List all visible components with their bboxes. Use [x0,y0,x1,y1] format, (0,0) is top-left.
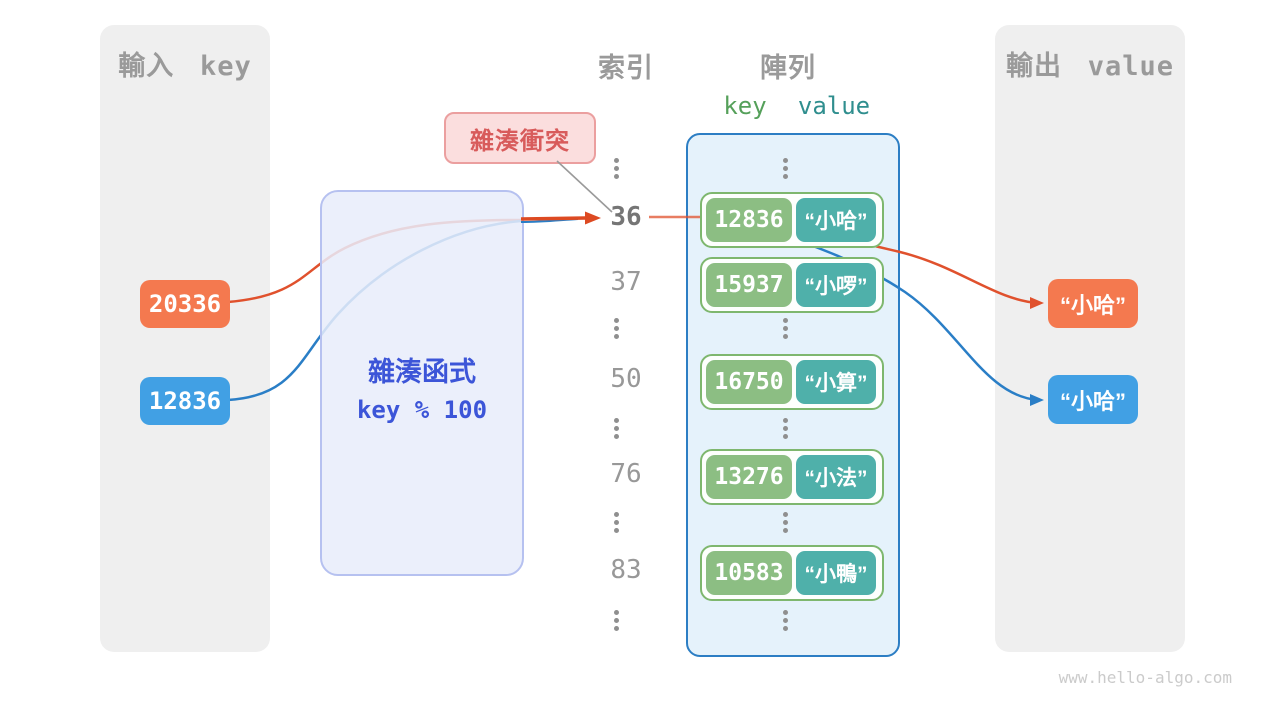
hash-function-formula: key % 100 [356,396,488,424]
index-36: 36 [610,202,642,232]
input-key-12836: 12836 [140,377,230,425]
array-column-header: 陣列 [760,53,816,83]
bucket-row-36: 12836 “小哈” [700,192,884,248]
ellipsis-icon [614,418,619,439]
hash-to-index-arrowhead-icon [585,211,601,225]
bucket-row-37: 15937 “小啰” [700,257,884,313]
orange-output-arrowhead-icon [1030,297,1044,309]
key-header: key [723,92,767,120]
hash-function-title: 雜湊函式 [368,357,476,387]
ellipsis-icon [783,158,788,179]
watermark: www.hello-algo.com [1058,668,1232,687]
input-key-20336: 20336 [140,280,230,328]
bucket-key: 15937 [706,263,792,307]
output-panel [995,25,1185,652]
index-50: 50 [610,364,642,394]
bucket-row-83: 10583 “小鴨” [700,545,884,601]
output-value-orange: “小哈” [1048,279,1138,328]
hash-function-box: 雜湊函式 key % 100 [320,190,524,576]
bucket-value: “小鴨” [796,551,876,595]
ellipsis-icon [614,512,619,533]
ellipsis-icon [614,318,619,339]
badge-pointer-line [556,160,613,213]
index-76: 76 [610,459,642,489]
index-37: 37 [610,267,642,297]
bucket-value: “小法” [796,455,876,499]
input-panel-title-cjk: 輸入 [118,51,175,81]
bucket-key: 10583 [706,551,792,595]
bucket-key: 12836 [706,198,792,242]
hash-collision-badge: 雜湊衝突 [444,112,596,164]
bucket-key: 13276 [706,455,792,499]
bucket-row-76: 13276 “小法” [700,449,884,505]
ellipsis-icon [783,418,788,439]
value-header: value [797,92,871,120]
input-panel-title: 輸入 key [100,44,270,83]
output-panel-title-latin: value [1087,51,1175,82]
index-column-header: 索引 [598,53,654,83]
input-panel [100,25,270,652]
bucket-row-50: 16750 “小算” [700,354,884,410]
index-83: 83 [610,555,642,585]
ellipsis-icon [783,318,788,339]
input-panel-title-latin: key [200,51,252,82]
ellipsis-icon [614,610,619,631]
hash-to-index-arrow [520,216,587,221]
output-panel-title-cjk: 輸出 [1005,51,1062,81]
bucket-value: “小啰” [796,263,876,307]
ellipsis-icon [783,512,788,533]
output-panel-title: 輸出 value [995,44,1185,83]
output-value-blue: “小哈” [1048,375,1138,424]
bucket-key: 16750 [706,360,792,404]
blue-output-arrowhead-icon [1030,394,1044,406]
ellipsis-icon [614,158,619,179]
bucket-value: “小算” [796,360,876,404]
bucket-value: “小哈” [796,198,876,242]
ellipsis-icon [783,610,788,631]
